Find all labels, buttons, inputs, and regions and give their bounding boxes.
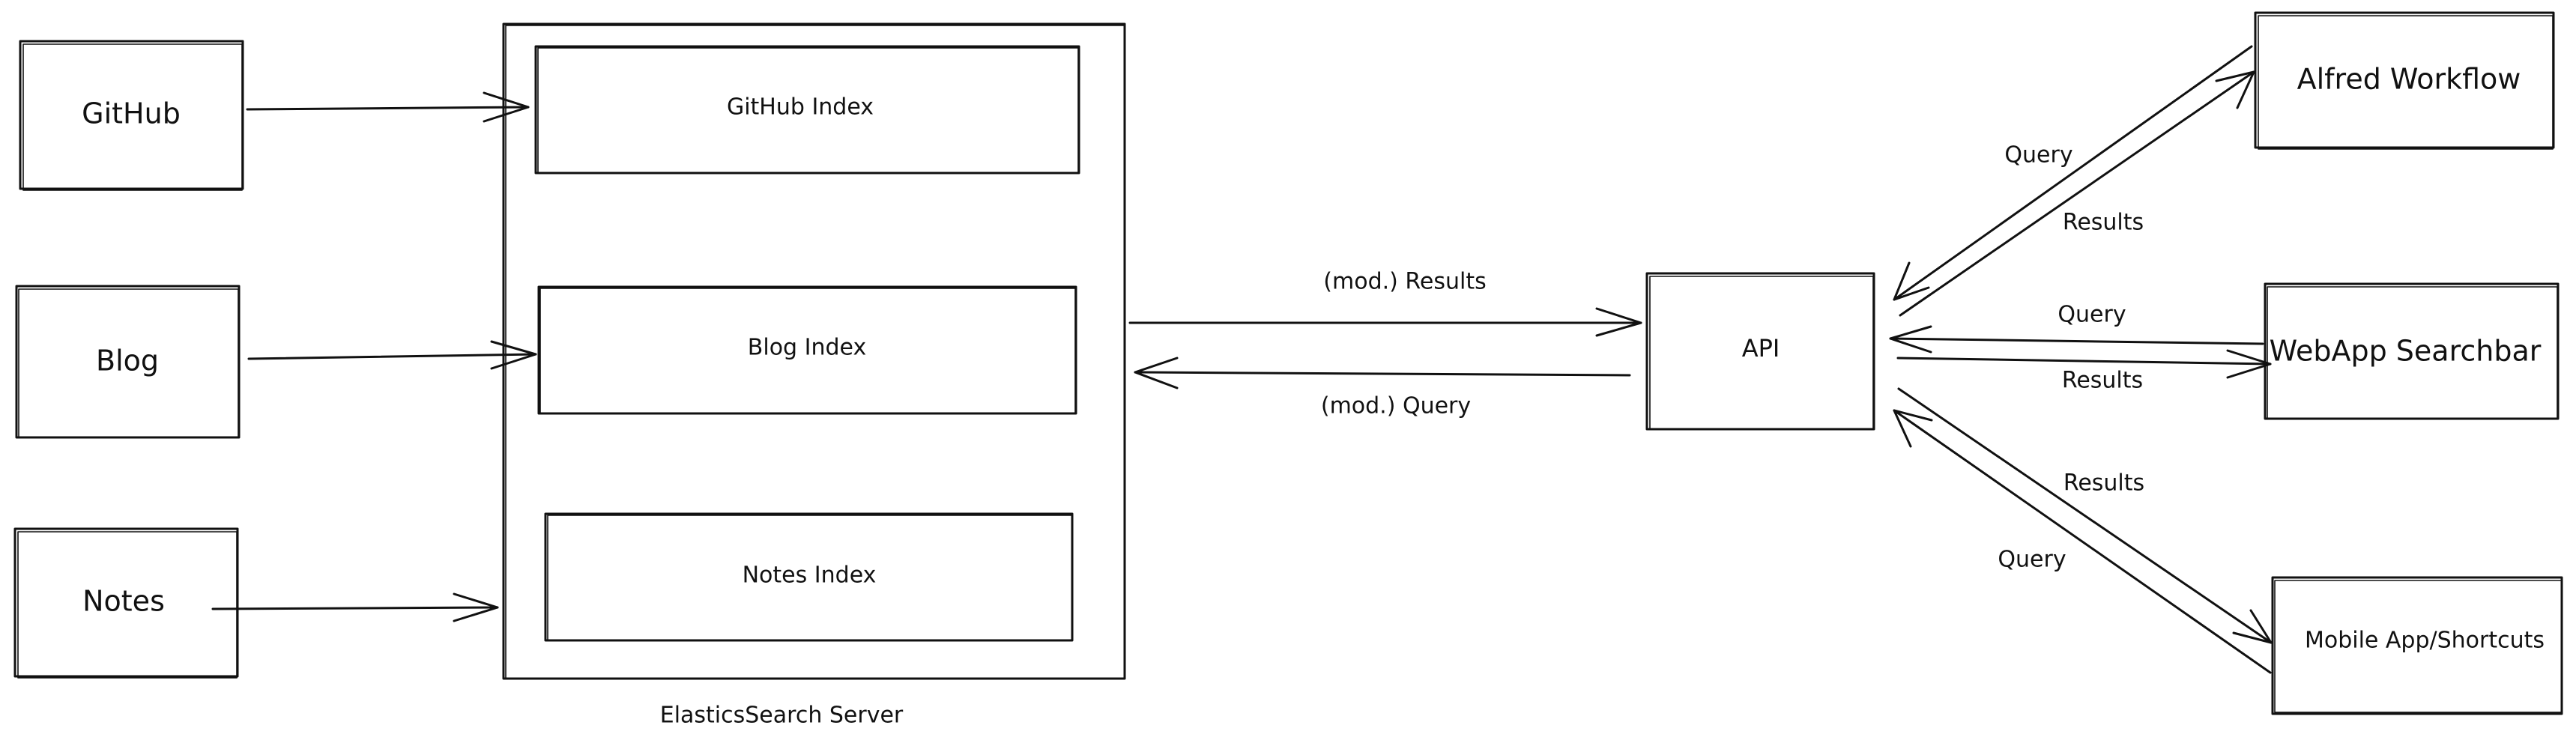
edge-webapp-query-label: Query <box>2058 302 2126 328</box>
edge-webapp-query <box>1889 325 2264 354</box>
notes-index: Notes Index <box>544 512 1074 642</box>
edge-mobile-query <box>1893 409 2272 674</box>
source-notes: Notes <box>13 527 239 679</box>
client-webapp: WebApp Searchbar <box>2264 282 2560 420</box>
edge-mobile-results <box>1897 387 2273 644</box>
edge-api-to-server-label: (mod.) Query <box>1321 393 1471 419</box>
github-index: GitHub Index <box>534 45 1080 175</box>
edge-api-to-server <box>1134 357 1631 389</box>
blog-index: Blog Index <box>537 285 1077 415</box>
source-notes-label: Notes <box>82 585 165 618</box>
edge-server-to-api-label: (mod.) Results <box>1323 269 1486 295</box>
edge-mobile-query-label: Query <box>1998 547 2066 573</box>
client-alfred: Alfred Workflow <box>2254 11 2555 150</box>
edge-notes-to-index <box>211 592 499 622</box>
edge-alfred-results <box>1899 70 2255 317</box>
source-github-label: GitHub <box>82 97 181 130</box>
edge-alfred-results-label: Results <box>2063 210 2144 236</box>
client-webapp-label: WebApp Searchbar <box>2270 335 2542 368</box>
source-blog: Blog <box>15 285 241 439</box>
api-box: API <box>1645 272 1875 431</box>
notes-index-label: Notes Index <box>743 562 877 589</box>
edge-blog-to-index <box>247 340 537 370</box>
source-blog-label: Blog <box>96 345 159 377</box>
source-github: GitHub <box>19 40 244 191</box>
edge-github-to-index <box>246 91 530 123</box>
edge-mobile-results-label: Results <box>2063 470 2144 497</box>
github-index-label: GitHub Index <box>727 94 874 121</box>
client-mobile-label: Mobile App/Shortcuts <box>2305 628 2545 654</box>
server-label: ElasticsSearch Server <box>660 703 904 729</box>
edge-webapp-results-label: Results <box>2062 368 2143 394</box>
edge-server-to-api <box>1128 307 1642 337</box>
blog-index-label: Blog Index <box>748 335 866 361</box>
edge-alfred-query <box>1893 45 2253 301</box>
edge-alfred-query-label: Query <box>2004 142 2072 169</box>
elasticsearch-server: GitHub Index Blog Index Notes Index <box>502 22 1126 680</box>
edge-webapp-results <box>1896 349 2272 379</box>
client-mobile: Mobile App/Shortcuts <box>2271 576 2563 715</box>
client-alfred-label: Alfred Workflow <box>2297 63 2521 96</box>
api-label: API <box>1742 334 1780 363</box>
